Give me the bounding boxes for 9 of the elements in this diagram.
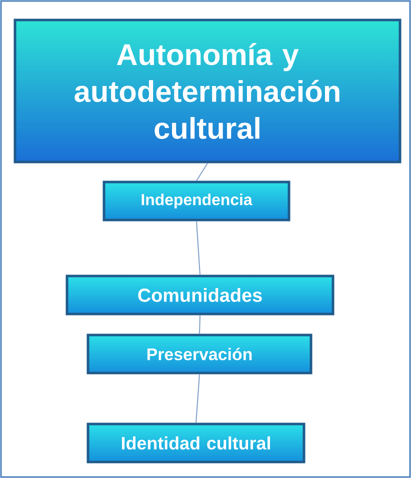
concept-box: Independencia — [102, 180, 290, 222]
connector-line — [199, 314, 200, 334]
connector-line — [196, 162, 208, 182]
title-box: Autonomía y autodeterminación cultural — [14, 18, 402, 164]
concept-box: Preservación — [86, 334, 312, 374]
concept-box: Comunidades — [66, 274, 334, 316]
concept-box: Identidad cultural — [86, 422, 306, 464]
connector-line — [196, 220, 200, 276]
connector-line — [196, 374, 200, 424]
